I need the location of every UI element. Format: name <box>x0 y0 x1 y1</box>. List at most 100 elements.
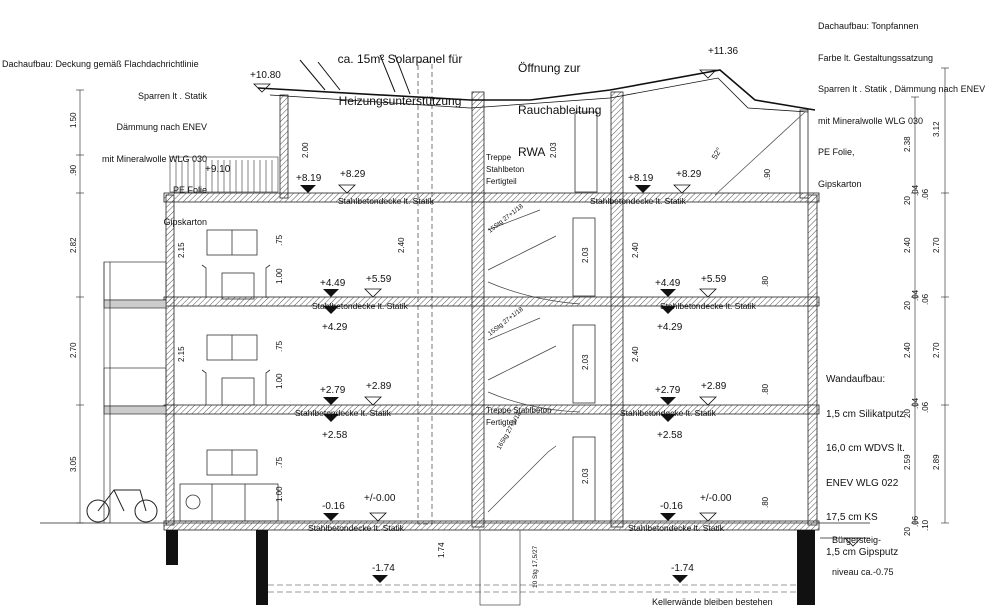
level-f2-under-right: +4.29 <box>657 322 683 333</box>
slab-label-f1-left: Stahlbetondecke lt. Statik <box>295 408 392 418</box>
slab-label-f3-right: Stahlbetondecke lt. Statik <box>590 196 687 206</box>
right-dim-inner-2: 2.40 <box>903 237 912 253</box>
roof-right-line-1: Dachaufbau: Tonpfannen <box>818 21 919 31</box>
chimney <box>417 61 433 525</box>
roof-right-line-6: Gipskarton <box>818 178 862 189</box>
level-f2-raw-right: +4.49 <box>655 278 681 289</box>
level-markers <box>300 185 676 521</box>
stair-note-mid-1: Treppe Stahlbeton <box>486 406 552 415</box>
slab-level-3 <box>163 192 820 203</box>
roof-left-note: Dachaufbau: Deckung gemäß Flachdachricht… <box>2 38 207 238</box>
small-dim-8: .04 <box>911 397 920 409</box>
right-dim-outer-3: 2.70 <box>932 342 941 358</box>
dim-right-height-f1: 2.40 <box>631 346 640 362</box>
stair-note-top-1: Treppe <box>486 153 512 162</box>
dim-window-left-f2: 2.15 <box>177 242 186 258</box>
sidewalk-line-1: Bürgersteig- <box>832 535 882 545</box>
wall-build-up-note: Wandaufbau: 1,5 cm Silikatputz 16,0 cm W… <box>826 351 905 570</box>
top-floor-left-wall <box>279 94 289 199</box>
right-dim-inner-3: 2.40 <box>903 342 912 358</box>
right-side-doors <box>572 111 598 522</box>
roof-left-line-3: Dämmung nach ENEV <box>116 122 207 132</box>
smoke-line-3: RWA <box>518 145 546 159</box>
slab-label-f2-left: Stahlbetondecke lt. Statik <box>312 301 409 311</box>
smoke-line-1: Öffnung zur <box>518 61 581 75</box>
stair-core-left-wall <box>471 91 485 528</box>
flat-roof <box>257 69 816 111</box>
dim-right-sill-f2: .80 <box>761 275 770 287</box>
solar-line-1: ca. 15m² Solarpanel für <box>337 52 463 66</box>
solar-note: ca. 15m² Solarpanel für Heizungsunterstü… <box>330 24 470 122</box>
balconies <box>103 261 167 523</box>
left-dim-1: 1.50 <box>69 112 78 128</box>
level-basement-left: -1.74 <box>372 563 395 574</box>
kitchen-furniture <box>179 483 279 522</box>
slab-label-f3-left: Stahlbetondecke lt. Statik <box>338 196 435 206</box>
basement-note: Kellerwände bleiben bestehen <box>652 597 773 607</box>
small-dim-2: .04 <box>911 184 920 196</box>
dim-right-sill-f1: .80 <box>761 383 770 395</box>
small-dim-1: 20 <box>903 196 912 205</box>
bicycle-icon <box>86 489 158 523</box>
dim-sill-left-f2: .75 <box>275 234 284 246</box>
small-dim-6: .06 <box>921 293 930 305</box>
level-f0-raw-left: -0.16 <box>322 501 345 512</box>
wall-line-2: 1,5 cm Silikatputz <box>826 408 905 420</box>
stair-note-top-2: Stahlbeton <box>486 165 524 174</box>
dim-basement-height: 1.74 <box>437 542 446 558</box>
roof-terrace-railing <box>169 156 279 193</box>
small-dim-11: .06 <box>911 515 920 527</box>
small-dim-4: 20 <box>903 301 912 310</box>
wall-line-1: Wandaufbau: <box>826 374 886 385</box>
level-f3-fin-left: +8.29 <box>340 169 366 180</box>
dim-central-height: 2.40 <box>397 237 406 253</box>
level-f3-raw-right: +8.19 <box>628 173 654 184</box>
basement-level-markers <box>372 575 688 583</box>
basement-walls <box>166 529 815 606</box>
slab-label-f1-right: Stahlbetondecke lt. Statik <box>620 408 717 418</box>
sidewalk-note: Bürgersteig- niveau ca.-0.75 <box>832 514 894 588</box>
dim-right-sill-f0: .80 <box>761 496 770 508</box>
roof-left-line-5: PE Folie <box>172 185 207 195</box>
small-dim-9: .06 <box>921 401 930 413</box>
level-f1-raw-right: +2.79 <box>655 385 681 396</box>
right-dim-outer-1: 3.12 <box>932 121 941 137</box>
roof-right-line-2: Farbe lt. Gestaltungssatzung <box>818 52 934 63</box>
roof-left-line-6: Gipskarton <box>163 216 207 227</box>
level-f0-raw-right: -0.16 <box>660 501 683 512</box>
dim-stair-door-f1: 2.03 <box>581 354 590 370</box>
small-dim-12: .10 <box>921 519 930 531</box>
small-dim-5: .04 <box>911 289 920 301</box>
dim-top-floor-height: 2.00 <box>301 142 310 158</box>
right-outer-wall <box>807 194 818 526</box>
dim-sill-left-f0: .75 <box>275 456 284 468</box>
roof-right-line-5: PE Folie, <box>818 147 855 157</box>
level-f3-fin-right: +8.29 <box>676 169 702 180</box>
dim-stair-door-f2: 2.03 <box>581 247 590 263</box>
stair-note-mid-2: Fertigteil <box>486 418 517 427</box>
left-dimension-line <box>76 89 84 524</box>
dim-table-f1: 1.00 <box>275 373 284 389</box>
roof-right-line-3: Sparren lt . Statik , Dämmung nach ENEV <box>818 84 986 94</box>
level-basement-right: -1.74 <box>671 563 694 574</box>
level-f1-raw-left: +2.79 <box>320 385 346 396</box>
level-f1-fin-right: +2.89 <box>701 381 727 392</box>
top-floor-right-wall <box>799 109 809 199</box>
level-f1-fin-left: +2.89 <box>366 381 392 392</box>
stair-label-f3: 15Stg 27+1/18 <box>487 203 525 235</box>
level-f2-fin-right: +5.59 <box>701 274 727 285</box>
right-dim-outer-2: 2.70 <box>932 237 941 253</box>
left-dim-2: .90 <box>69 164 78 176</box>
roof-angle: 52° <box>710 146 724 161</box>
level-f2-raw-left: +4.49 <box>320 278 346 289</box>
smoke-line-2: Rauchableitung <box>518 103 602 117</box>
roof-left-line-4: mit Mineralwolle WLG 030 <box>101 153 207 164</box>
small-dim-3: .06 <box>921 188 930 200</box>
dim-table-f0: 1.00 <box>275 486 284 502</box>
dim-stair-door-f3: 2.03 <box>549 142 558 158</box>
right-dimension-lines <box>911 67 949 524</box>
dim-table-f2: 1.00 <box>275 268 284 284</box>
left-outer-wall <box>165 194 175 526</box>
left-dim-3: 2.82 <box>69 237 78 253</box>
dining-furniture <box>201 264 271 406</box>
